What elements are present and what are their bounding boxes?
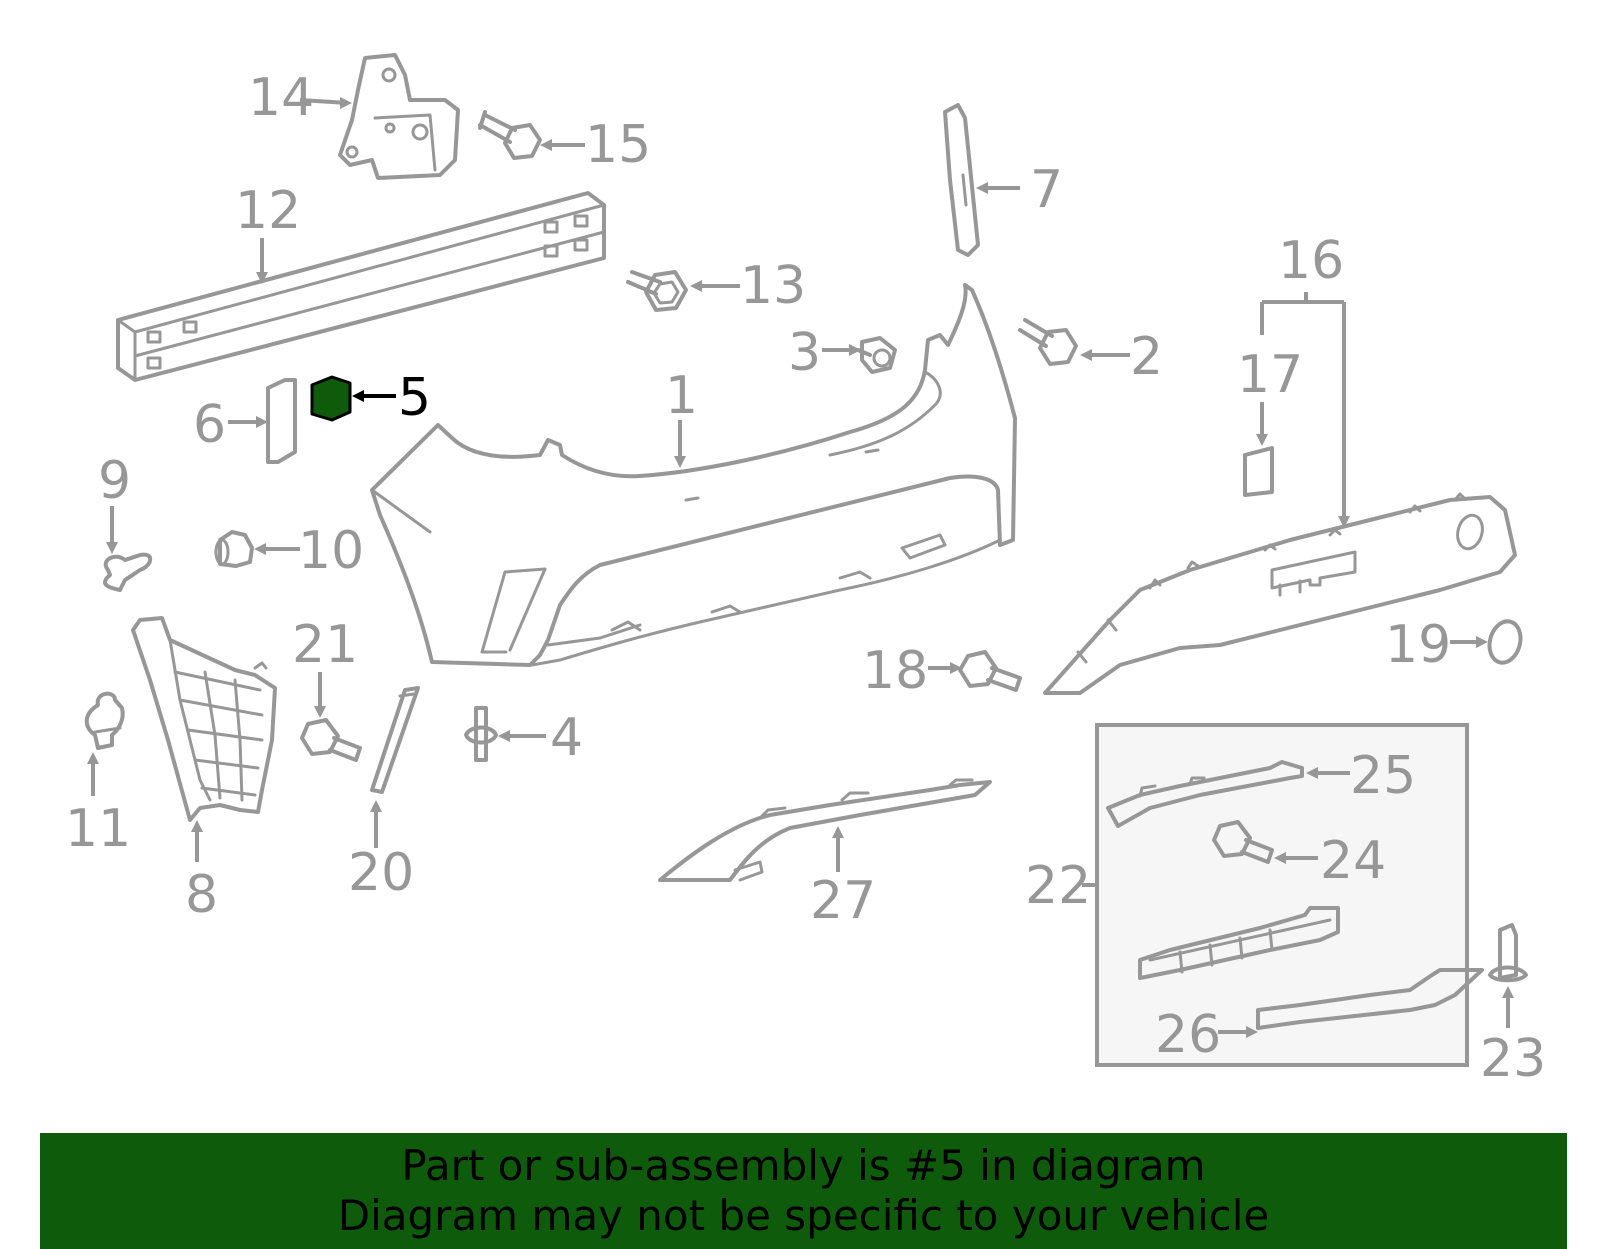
callout-22: 22	[1025, 856, 1091, 916]
callout-13: 13	[740, 256, 806, 316]
part-25-bracket	[1106, 760, 1304, 828]
callout-11: 11	[65, 799, 131, 859]
callout-1: 1	[665, 366, 698, 426]
part-26-strip	[1256, 968, 1484, 1030]
callout-5: 5	[398, 368, 431, 428]
part-20-rod	[370, 686, 420, 794]
part-24-bolt	[1212, 820, 1274, 864]
part-10-stop	[214, 530, 254, 568]
callout-16: 16	[1278, 231, 1344, 291]
callout-21: 21	[292, 615, 358, 675]
part-3-clip	[856, 336, 897, 374]
part-12-reinforcement-bar	[116, 191, 606, 382]
part-19-grommet	[1487, 619, 1523, 665]
callout-27: 27	[810, 871, 876, 931]
part-22-inner-bracket	[1138, 906, 1340, 980]
part-6-pad	[266, 378, 297, 464]
part-21-bolt	[300, 718, 362, 762]
part-15-bolt	[478, 110, 542, 160]
callout-18: 18	[862, 641, 928, 701]
part-17-pad	[1243, 446, 1274, 497]
callout-6: 6	[193, 395, 226, 455]
part-16-retainer	[1043, 492, 1517, 695]
part-9-clip	[103, 552, 153, 592]
part-27-garnish	[658, 778, 992, 882]
callout-15: 15	[585, 115, 651, 175]
part-8-side-retainer	[131, 616, 277, 822]
callout-2: 2	[1130, 327, 1163, 387]
callout-23: 23	[1480, 1029, 1546, 1089]
callout-9: 9	[98, 451, 131, 511]
callout-12: 12	[235, 181, 301, 241]
part-4-pin-clip	[464, 706, 498, 762]
callout-20: 20	[348, 843, 414, 903]
part-23-pin	[1488, 923, 1528, 983]
banner-line-2: Diagram may not be specific to your vehi…	[337, 1191, 1270, 1240]
callout-26: 26	[1155, 1005, 1221, 1065]
part-7-strip	[943, 103, 980, 257]
part-5-highlighted	[310, 375, 352, 422]
callout-4: 4	[550, 708, 583, 768]
callout-10: 10	[298, 521, 364, 581]
part-14-bracket	[338, 53, 460, 180]
part-2-bolt	[1018, 318, 1078, 366]
callout-8: 8	[185, 865, 218, 925]
callout-7: 7	[1030, 160, 1063, 220]
callout-25: 25	[1350, 746, 1416, 806]
callout-19: 19	[1385, 615, 1451, 675]
part-13-bolt	[626, 270, 688, 312]
part-18-bolt	[958, 650, 1022, 692]
callout-24: 24	[1320, 831, 1386, 891]
part-11-push-clip	[84, 691, 125, 750]
callout-14: 14	[248, 68, 314, 128]
part-16-group-bracket	[1260, 292, 1350, 528]
info-banner: Part or sub-assembly is #5 in diagram Di…	[40, 1133, 1567, 1249]
part-1-bumper-cover	[370, 283, 1017, 667]
banner-line-1: Part or sub-assembly is #5 in diagram	[401, 1141, 1206, 1190]
callout-17: 17	[1237, 345, 1303, 405]
callout-3: 3	[788, 323, 821, 383]
